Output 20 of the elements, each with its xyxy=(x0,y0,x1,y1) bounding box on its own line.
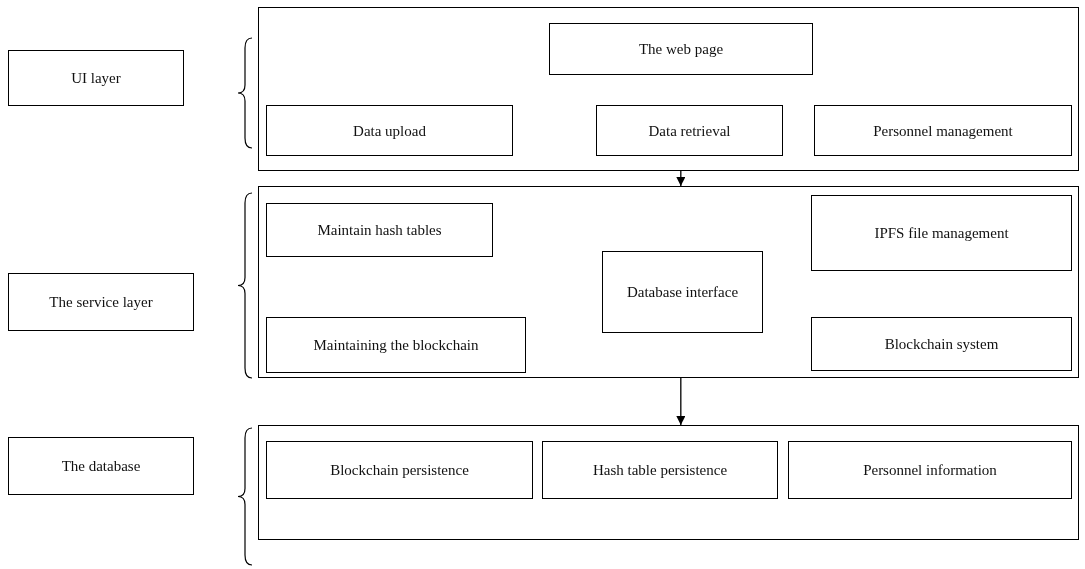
component-box: Blockchain persistence xyxy=(266,441,533,499)
component-box: Hash table persistence xyxy=(542,441,778,499)
layer-container xyxy=(258,7,1079,171)
component-box: Data upload xyxy=(266,105,513,156)
component-box: The web page xyxy=(549,23,813,75)
arrow xyxy=(676,170,686,187)
component-box: Maintain hash tables xyxy=(266,203,493,257)
component-box: IPFS file management xyxy=(811,195,1072,271)
layer-label-box: The database xyxy=(8,437,194,495)
component-box: Blockchain system xyxy=(811,317,1072,371)
component-box: Maintaining the blockchain xyxy=(266,317,526,373)
arrow xyxy=(676,377,686,426)
component-box: Personnel information xyxy=(788,441,1072,499)
component-box: Personnel management xyxy=(814,105,1072,156)
layer-container xyxy=(258,186,1079,378)
layer-container xyxy=(258,425,1079,540)
layer-label-box: The service layer xyxy=(8,273,194,331)
component-box: Data retrieval xyxy=(596,105,783,156)
layer-label-box: UI layer xyxy=(8,50,184,106)
component-box: Database interface xyxy=(602,251,763,333)
